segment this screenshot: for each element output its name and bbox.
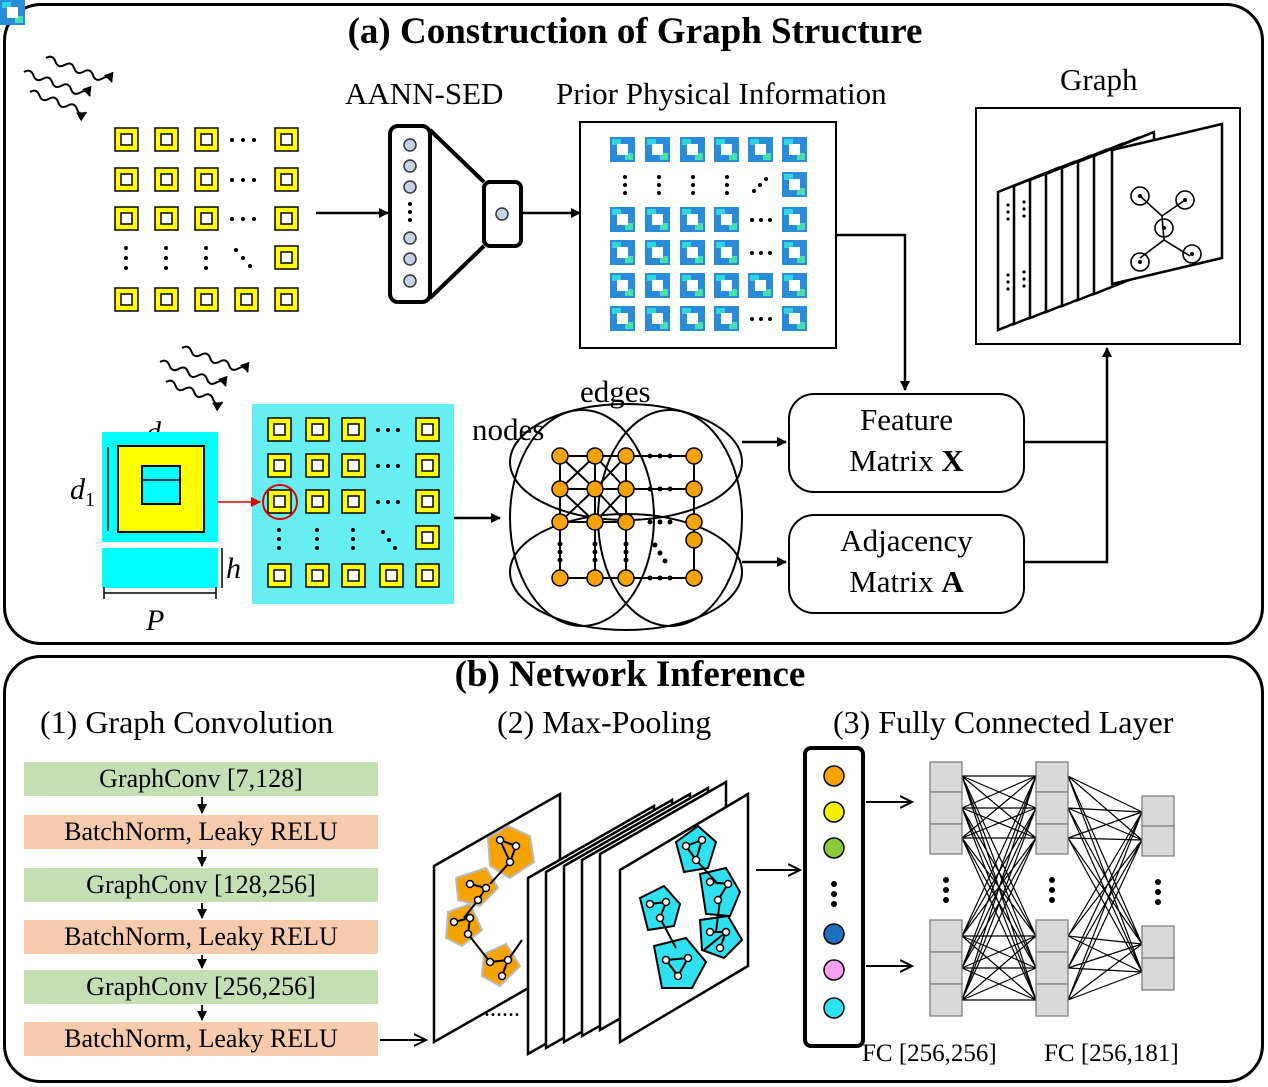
graph-label: Graph xyxy=(1060,62,1138,97)
graphconv-layer-2: GraphConv [128,256] xyxy=(24,868,378,902)
edges-label: edges xyxy=(580,374,651,409)
batchnorm-layer-2: BatchNorm, Leaky RELU xyxy=(24,920,378,954)
feature-matrix-box: Feature Matrix X xyxy=(788,393,1025,493)
adjacency-matrix-box: Adjacency Matrix A xyxy=(788,514,1025,614)
prior-info-label: Prior Physical Information xyxy=(556,76,887,111)
feature-matrix-line2: Matrix xyxy=(849,443,942,478)
panel-b-title: (b) Network Inference xyxy=(454,654,806,695)
metasurface-array-top xyxy=(0,0,299,312)
metasurface-array-bottom xyxy=(252,404,454,604)
panel-a-title: (a) Construction of Graph Structure xyxy=(347,11,923,52)
batchnorm-layer-1: BatchNorm, Leaky RELU xyxy=(24,815,378,849)
aann-sed-label: AANN-SED xyxy=(345,76,504,111)
prior-info-field-map xyxy=(0,0,837,349)
panel-construction xyxy=(3,3,1264,645)
feature-matrix-symbol: X xyxy=(941,443,964,478)
fc-layers xyxy=(929,761,1175,1017)
graph-nodes xyxy=(551,447,703,587)
step3-label: (3) Fully Connected Layer xyxy=(833,704,1174,740)
max-pooling-planes xyxy=(432,779,750,1057)
adjacency-matrix-line2: Matrix xyxy=(849,564,942,599)
h-label: h xyxy=(226,552,241,585)
d1-label: d1 xyxy=(70,473,95,511)
graph-stack xyxy=(975,107,1241,345)
step1-label: (1) Graph Convolution xyxy=(40,704,334,740)
period-label: P xyxy=(146,604,165,637)
incident-wave-icon-2 xyxy=(159,345,250,412)
pooled-feature-vector xyxy=(803,746,865,1048)
graphconv-layer-3: GraphConv [256,256] xyxy=(24,970,378,1004)
batchnorm-layer-3: BatchNorm, Leaky RELU xyxy=(24,1022,378,1056)
panel-inference xyxy=(3,655,1264,1083)
feature-matrix-line1: Feature xyxy=(860,402,953,437)
graphconv-layer-1: GraphConv [7,128] xyxy=(24,762,378,796)
step2-label: (2) Max-Pooling xyxy=(497,704,712,740)
incident-wave-icon-1 xyxy=(23,55,114,122)
adjacency-matrix-symbol: A xyxy=(941,564,964,599)
adjacency-matrix-line1: Adjacency xyxy=(840,523,973,558)
unit-cell-icon xyxy=(102,432,223,599)
fc2-label: FC [256,181] xyxy=(1044,1040,1179,1067)
fc1-label: FC [256,256] xyxy=(862,1040,997,1067)
